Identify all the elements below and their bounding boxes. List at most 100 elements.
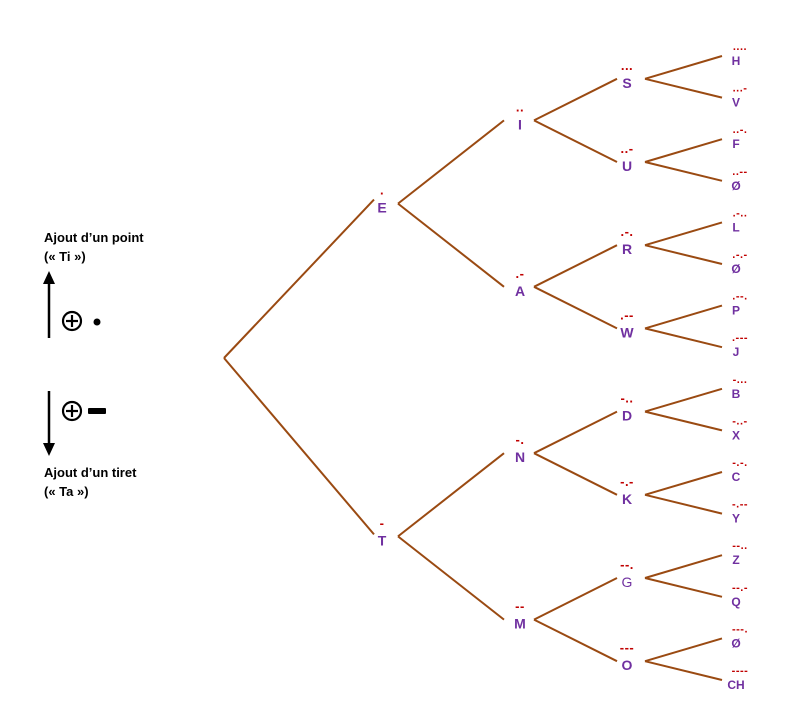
node-letter: B <box>732 387 741 401</box>
node-code: .- <box>516 266 525 281</box>
node-code: -- <box>515 599 525 614</box>
node-c: -.-.C <box>732 457 748 484</box>
node-r0: .-.-Ø <box>731 249 747 276</box>
legend-dash-subtitle: (« Ta ») <box>44 484 89 499</box>
node-code: -.-. <box>732 457 747 469</box>
edge-U-F <box>644 138 723 163</box>
node-code: .-.- <box>732 249 747 261</box>
node-f: ..-.F <box>732 124 747 151</box>
node-code: -.-- <box>732 499 748 511</box>
edge-S-V <box>644 77 723 99</box>
node-q: --.-Q <box>731 582 748 609</box>
node-code: --. <box>620 557 634 572</box>
edge-N-K <box>533 452 618 496</box>
node-code: ...- <box>733 83 748 95</box>
edge-A-R <box>533 244 618 288</box>
edge-A-W <box>533 285 618 330</box>
node-l: .-..L <box>732 207 747 234</box>
node-n: -.N <box>515 432 525 465</box>
dash-symbol-icon <box>88 408 106 414</box>
edge-T-N <box>397 452 505 538</box>
node-code: -.- <box>620 474 634 489</box>
node-letter: X <box>732 428 740 442</box>
edge-S-H <box>644 55 723 80</box>
node-code: .-- <box>620 307 634 322</box>
node-letter: A <box>515 283 525 299</box>
node-code: -... <box>733 374 748 386</box>
node-k: -.- K <box>620 474 634 507</box>
edge-M-G <box>533 577 618 621</box>
legend-dot-subtitle: (« Ti ») <box>44 249 86 264</box>
down-arrow-icon <box>43 391 55 456</box>
edge-W-P <box>644 304 723 330</box>
node-code: ---- <box>732 665 749 677</box>
tree-nodes: .E-T..I.-A-.N--M...S..-U.-.R.--W-..D-.-K… <box>377 41 748 692</box>
node-letter: Ø <box>731 262 740 276</box>
node-letter: M <box>514 616 526 632</box>
edge-O-CH <box>644 660 723 681</box>
node-y: -.--Y <box>732 499 748 526</box>
node-code: --.. <box>732 540 747 552</box>
node-r: .-.R <box>620 224 633 257</box>
node-t: -T <box>378 515 387 548</box>
node-letter: J <box>733 345 740 359</box>
node-d: -.. D <box>620 391 633 424</box>
node-letter: Q <box>731 595 740 609</box>
node-letter: L <box>732 220 739 234</box>
node-code: .--- <box>732 332 748 344</box>
node-e: .E <box>377 183 386 216</box>
node-letter: Y <box>732 512 740 526</box>
edge-K-Y <box>644 493 723 515</box>
node-i: ..I <box>516 99 524 132</box>
node-letter: Ø <box>731 179 740 193</box>
node-u0: ..--Ø <box>731 166 747 193</box>
node-letter: T <box>378 532 387 548</box>
edge-U-U0 <box>644 161 723 182</box>
node-code: .... <box>733 41 747 53</box>
node-g: --. G <box>620 557 634 590</box>
node-letter: C <box>732 470 741 484</box>
up-arrow-icon <box>43 271 55 338</box>
node-letter: U <box>622 158 632 174</box>
edge-R-R0 <box>644 244 723 265</box>
edge-E-A <box>397 202 505 288</box>
edge-G-Q <box>644 577 723 598</box>
circled-plus-icon <box>61 400 83 422</box>
node-o: ---O <box>620 640 635 673</box>
node-letter: CH <box>727 678 744 692</box>
node-code: -.. <box>620 391 633 406</box>
node-letter: D <box>622 408 632 424</box>
node-code: -..- <box>732 415 747 427</box>
edge-M-O <box>533 618 618 663</box>
node-code: ..-. <box>733 124 748 136</box>
node-code: ---. <box>732 623 748 635</box>
node-code: --- <box>620 640 635 655</box>
node-letter: G <box>622 574 633 590</box>
node-code: ..-- <box>732 166 747 178</box>
node-letter: H <box>732 54 741 68</box>
tree-edges <box>223 55 723 681</box>
node-u: ..- U <box>620 141 633 174</box>
edge-I-S <box>533 77 618 122</box>
node-letter: K <box>622 491 632 507</box>
edge-G-Z <box>644 554 723 579</box>
node-code: -. <box>516 432 525 447</box>
node-h: ....H <box>732 41 747 68</box>
edge-W-J <box>644 327 723 349</box>
edge-N-D <box>533 410 618 455</box>
node-code: --.- <box>732 582 748 594</box>
edge-E-I <box>397 119 505 205</box>
edge-T-M <box>397 535 505 621</box>
node-b: -...B <box>732 374 748 401</box>
dot-symbol-icon <box>93 318 101 326</box>
legend-dash-title: Ajout d’un tiret <box>44 465 137 480</box>
node-code: . <box>380 183 384 198</box>
node-z: --..Z <box>732 540 747 567</box>
node-ch: ----CH <box>727 665 748 692</box>
edge-root-E <box>223 198 375 359</box>
node-p: .--.P <box>732 291 747 318</box>
node-code: ..- <box>620 141 633 156</box>
node-letter: W <box>620 324 634 340</box>
